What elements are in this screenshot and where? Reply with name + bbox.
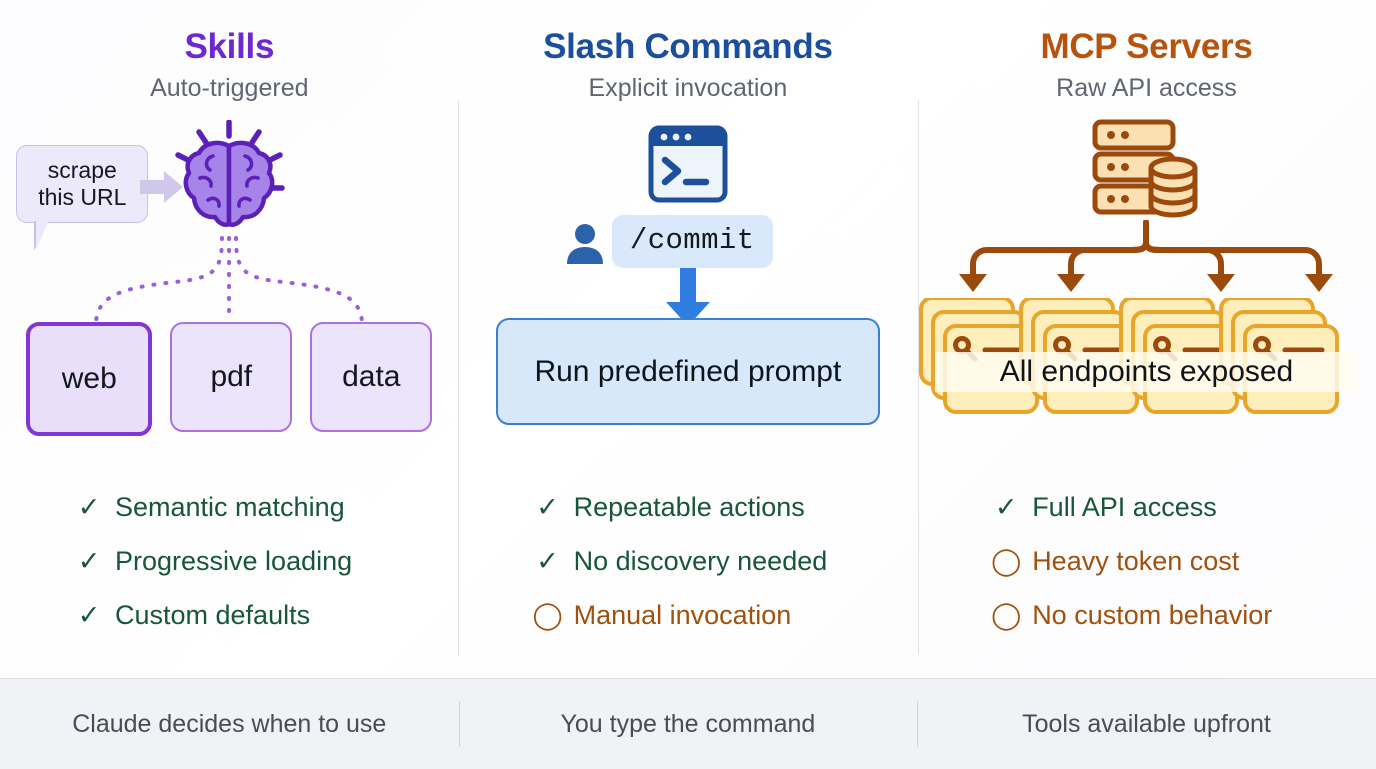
check-icon: ✓ xyxy=(536,545,559,576)
circle-icon: ◯ xyxy=(991,599,1022,630)
predefined-prompt-label: Run predefined prompt xyxy=(534,354,842,388)
circle-icon: ◯ xyxy=(532,599,563,630)
footer-cell-skills: Claude decides when to use xyxy=(72,709,387,738)
column-subtitle-skills: Auto-triggered xyxy=(150,74,309,103)
server-database-icon xyxy=(1092,119,1198,218)
list-item-label: Custom defaults xyxy=(115,599,311,630)
list-item: ✓ Full API access xyxy=(993,480,1375,534)
down-arrow-icon xyxy=(665,268,710,327)
column-divider-1 xyxy=(458,100,459,655)
column-subtitle-slash-commands: Explicit invocation xyxy=(588,74,788,103)
column-title-skills: Skills xyxy=(184,27,275,66)
bubble-to-brain-arrow-icon xyxy=(140,171,184,204)
bubble-line-1: scrape xyxy=(47,156,117,183)
fanout-arrows-icon xyxy=(959,220,1334,293)
check-icon: ✓ xyxy=(994,491,1018,522)
list-item-label: Repeatable actions xyxy=(573,491,805,522)
list-item: ✓ Custom defaults xyxy=(76,588,458,642)
list-item: ✓ No discovery needed xyxy=(535,534,917,588)
skills-dotted-connectors xyxy=(94,236,365,325)
footer-cell-slash-commands: You type the command xyxy=(458,679,918,769)
skill-box-pdf[interactable]: pdf xyxy=(170,322,293,433)
column-title-mcp-servers: MCP Servers xyxy=(1040,27,1253,66)
column-subtitle-mcp-servers: Raw API access xyxy=(1056,74,1237,103)
bubble-tail xyxy=(36,220,50,251)
skill-box-pdf-label: pdf xyxy=(210,360,253,394)
slash-commands-bullet-list: ✓ Repeatable actions ✓ No discovery need… xyxy=(459,480,917,642)
column-slash-commands: Slash Commands Explicit invocation xyxy=(459,0,918,655)
list-item-label: No discovery needed xyxy=(573,545,828,576)
footer-cell-mcp-servers: Tools available upfront xyxy=(917,679,1376,769)
column-title-slash-commands: Slash Commands xyxy=(543,27,833,66)
list-item: ✓ Repeatable actions xyxy=(535,480,917,534)
skill-box-data[interactable]: data xyxy=(310,322,433,433)
list-item: ◯ No custom behavior xyxy=(991,588,1375,642)
list-item: ✓ Semantic matching xyxy=(76,480,458,534)
skill-box-data-label: data xyxy=(342,360,401,394)
skills-diagram: scrape this URL xyxy=(0,110,458,437)
check-icon: ✓ xyxy=(536,491,559,522)
list-item-label: Semantic matching xyxy=(115,491,345,522)
skill-box-web-label: web xyxy=(61,362,117,396)
list-item-label: Manual invocation xyxy=(573,599,792,630)
column-skills: Skills Auto-triggered scrape this URL xyxy=(0,0,459,655)
check-icon: ✓ xyxy=(77,545,101,576)
check-icon: ✓ xyxy=(77,491,101,522)
predefined-prompt-box: Run predefined prompt xyxy=(495,318,880,426)
skill-boxes-row: web pdf data xyxy=(0,322,458,437)
endpoints-band-label: All endpoints exposed xyxy=(935,352,1358,393)
mcp-servers-bullet-list: ✓ Full API access ◯ Heavy token cost ◯ N… xyxy=(917,480,1375,642)
columns-container: Skills Auto-triggered scrape this URL xyxy=(0,0,1376,655)
list-item: ◯ Heavy token cost xyxy=(991,534,1375,588)
circle-icon: ◯ xyxy=(991,545,1022,576)
skills-bullet-list: ✓ Semantic matching ✓ Progressive loadin… xyxy=(0,480,458,642)
list-item: ✓ Progressive loading xyxy=(76,534,458,588)
slash-commands-diagram: /commit Run predefined prompt xyxy=(459,110,917,430)
list-item: ◯ Manual invocation xyxy=(532,588,917,642)
list-item-label: Full API access xyxy=(1032,491,1217,522)
column-divider-2 xyxy=(918,100,919,655)
list-item-label: Heavy token cost xyxy=(1032,545,1240,576)
terminal-icon xyxy=(648,125,728,203)
skill-box-web[interactable]: web xyxy=(26,322,153,437)
list-item-label: Progressive loading xyxy=(115,545,353,576)
column-mcp-servers: MCP Servers Raw API access xyxy=(917,0,1376,655)
person-icon xyxy=(566,224,603,265)
brain-icon xyxy=(175,120,286,228)
check-icon: ✓ xyxy=(77,599,101,630)
mcp-servers-diagram: All endpoints exposed xyxy=(917,110,1375,430)
user-request-bubble: scrape this URL xyxy=(16,145,149,224)
slash-command-badge[interactable]: /commit xyxy=(611,215,773,269)
footer-summary-bar: Claude decides when to use You type the … xyxy=(0,678,1376,769)
bubble-line-2: this URL xyxy=(38,184,127,211)
list-item-label: No custom behavior xyxy=(1032,599,1273,630)
